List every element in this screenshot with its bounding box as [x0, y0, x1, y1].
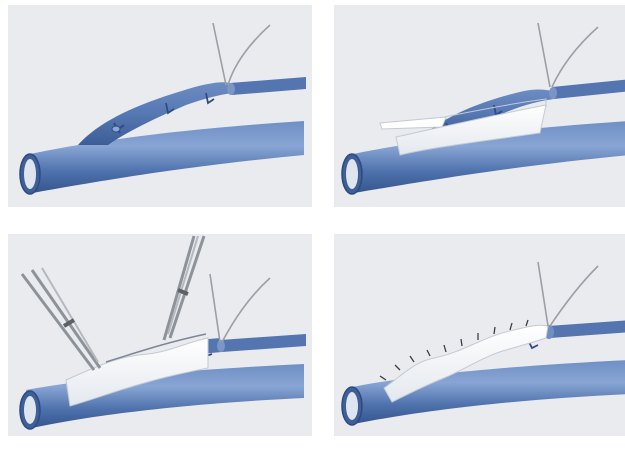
- panel-1-illustration: [8, 5, 312, 207]
- forceps-icon: [22, 268, 100, 370]
- panel-1: [8, 5, 312, 207]
- branch-vessel: [198, 334, 306, 356]
- panel-2: [334, 5, 625, 207]
- blood-vessel-icon: [20, 121, 304, 194]
- suture-thread-icon: [538, 262, 598, 326]
- panel-4: [334, 234, 625, 436]
- forceps-icon: [164, 236, 204, 340]
- panel-3: [8, 234, 312, 436]
- panel-2-illustration: [334, 5, 625, 207]
- suture-thread-icon: [210, 274, 270, 342]
- panel-3-illustration: [8, 234, 312, 436]
- suture-thread-icon: [213, 23, 270, 85]
- blood-vessel-icon: [342, 360, 625, 425]
- panel-4-illustration: [334, 234, 625, 436]
- suture-thread-icon: [538, 23, 598, 87]
